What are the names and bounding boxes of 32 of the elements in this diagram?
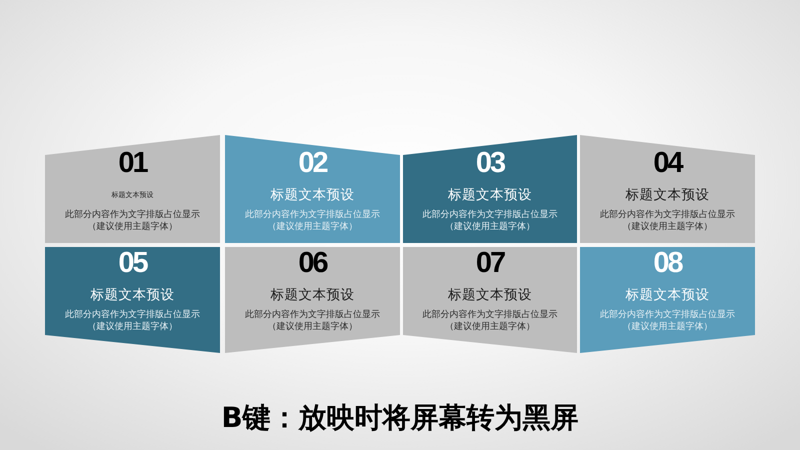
card-number: 02	[298, 148, 327, 178]
card-number: 04	[653, 148, 682, 178]
card-title: 标题文本预设	[626, 286, 710, 304]
info-card	[403, 247, 577, 353]
card-description: 此部分内容作为文字排版占位显示（建议使用主题字体）	[64, 308, 201, 332]
card-number: 08	[653, 248, 682, 278]
card-title: 标题文本预设	[626, 186, 710, 204]
card-title: 标题文本预设	[448, 186, 532, 204]
card-description: 此部分内容作为文字排版占位显示（建议使用主题字体）	[422, 308, 558, 332]
info-card	[225, 247, 400, 353]
card-description: 此部分内容作为文字排版占位显示（建议使用主题字体）	[599, 308, 736, 332]
card-description: 此部分内容作为文字排版占位显示（建议使用主题字体）	[244, 208, 381, 232]
card-number: 03	[476, 148, 504, 178]
info-card	[45, 135, 220, 243]
card-description: 此部分内容作为文字排版占位显示（建议使用主题字体）	[64, 208, 201, 232]
card-title: 标题文本预设	[270, 186, 354, 204]
card-description: 此部分内容作为文字排版占位显示（建议使用主题字体）	[422, 208, 558, 232]
card-number: 06	[298, 248, 327, 278]
info-card	[225, 135, 400, 243]
card-title: 标题文本预设	[270, 286, 354, 304]
card-description: 此部分内容作为文字排版占位显示（建议使用主题字体）	[244, 308, 381, 332]
card-number: 05	[118, 248, 147, 278]
card-description: 此部分内容作为文字排版占位显示（建议使用主题字体）	[599, 208, 736, 232]
info-card	[403, 135, 577, 243]
card-number: 07	[476, 248, 504, 278]
card-title: 标题文本预设	[448, 286, 532, 304]
caption: B键：放映时将屏幕转为黑屏	[221, 400, 579, 436]
info-card	[580, 247, 755, 353]
info-card	[580, 135, 755, 243]
card-title: 标题文本预设	[90, 286, 174, 304]
card-number: 01	[118, 148, 147, 178]
info-card	[45, 247, 220, 353]
